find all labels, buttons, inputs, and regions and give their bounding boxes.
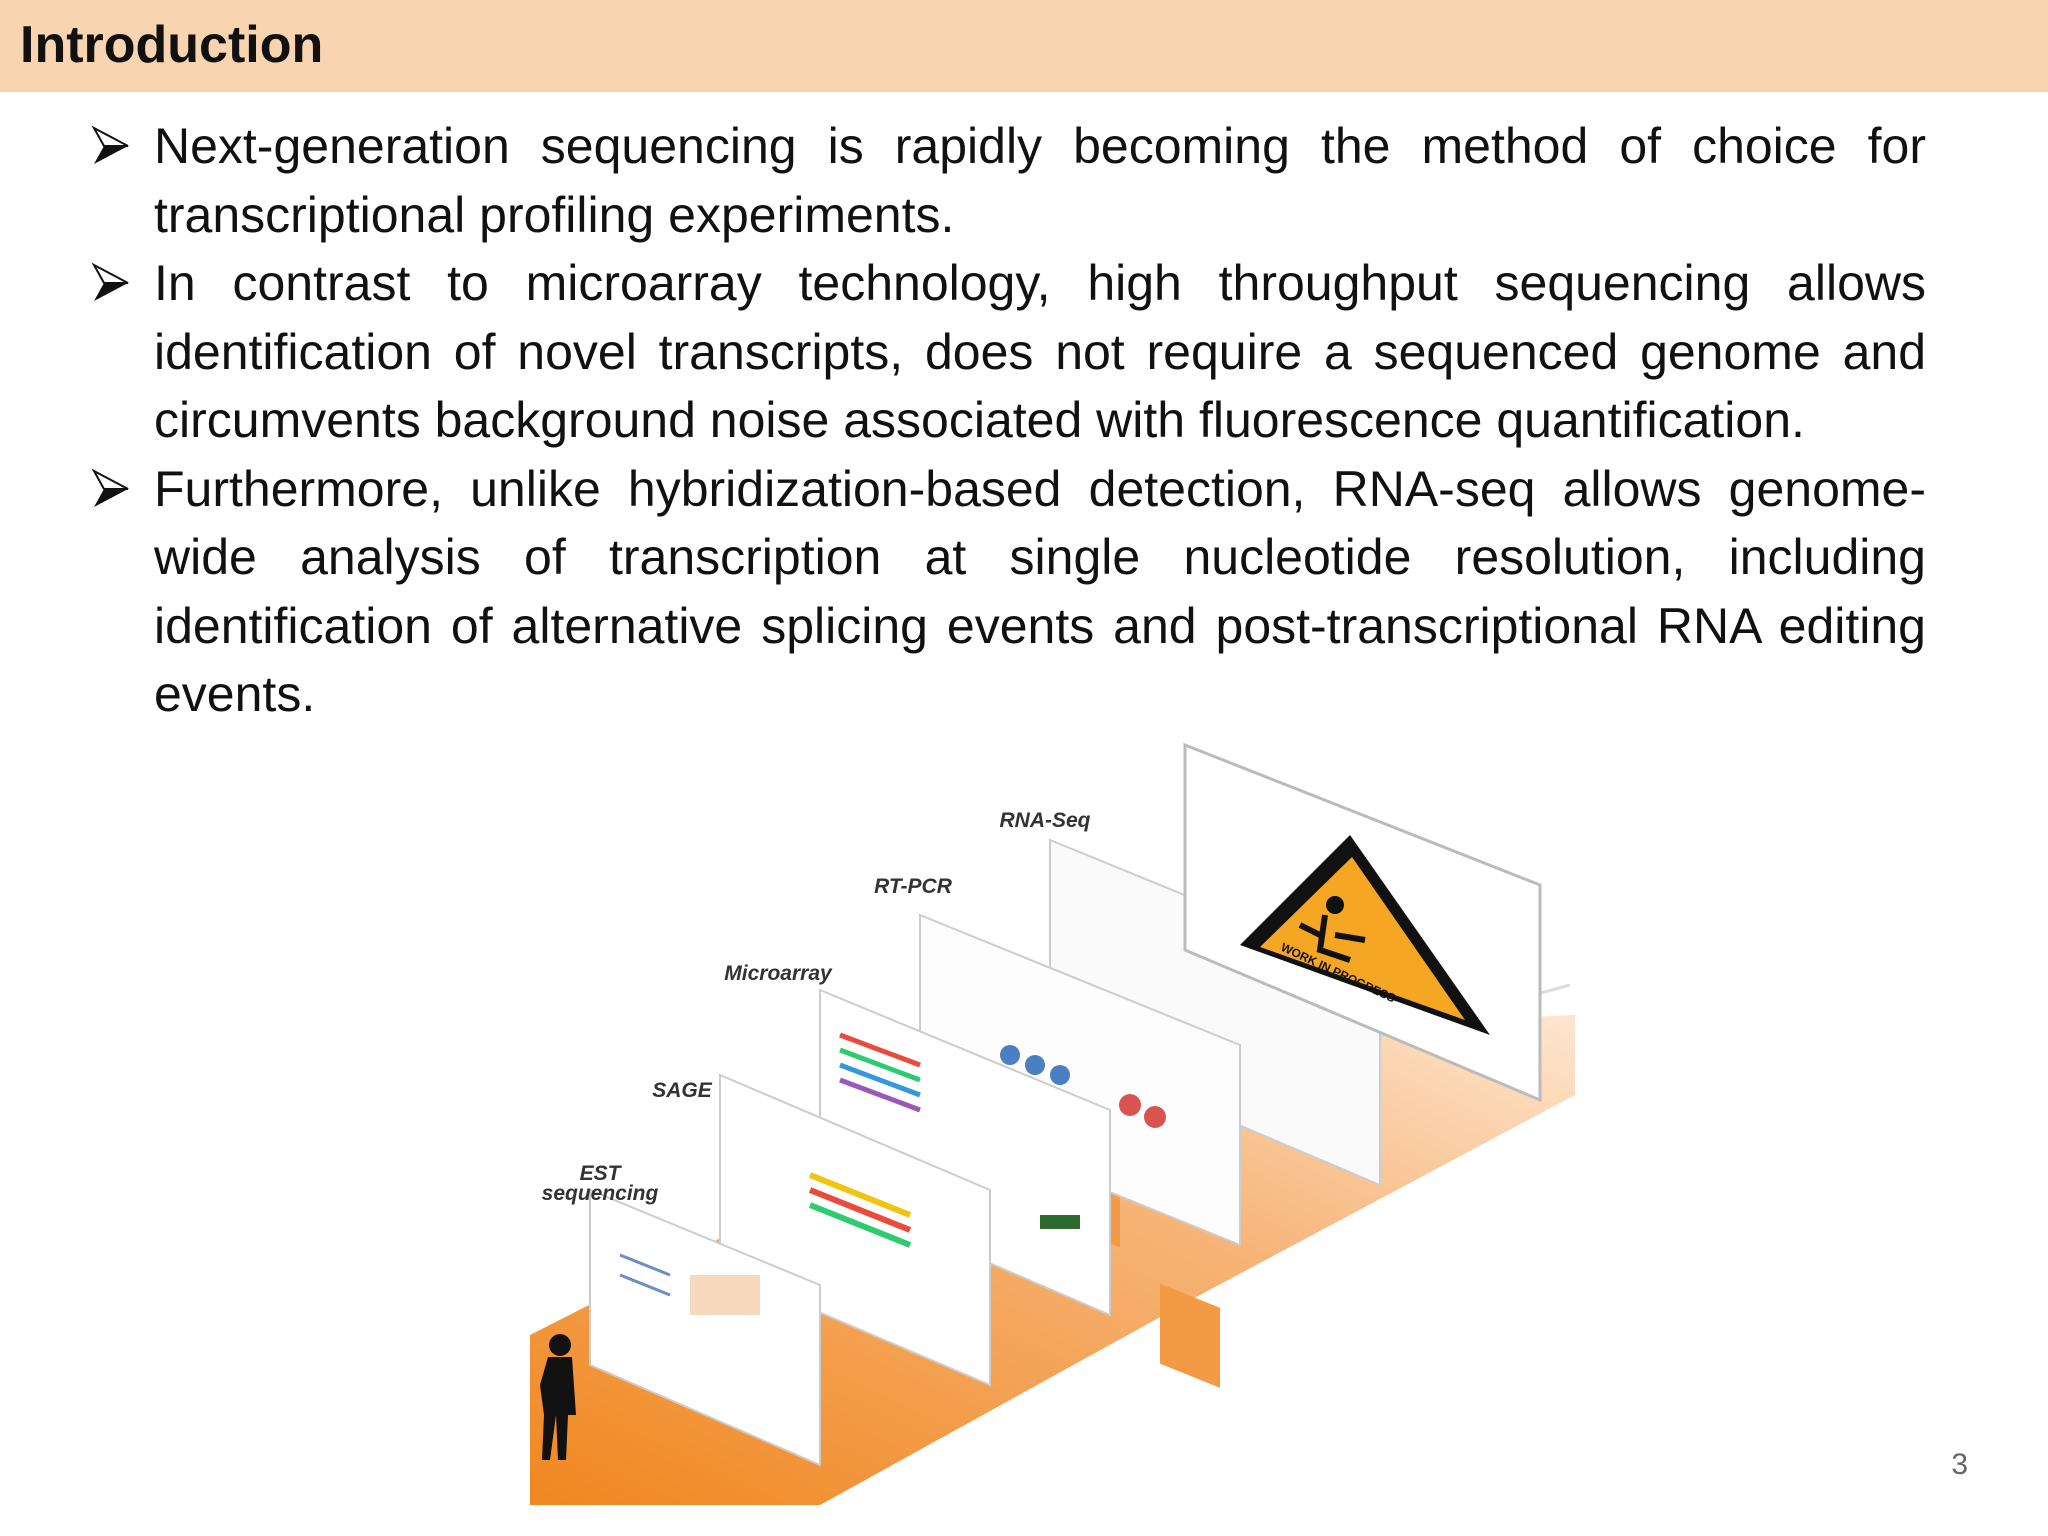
- arrow-bullet-icon: [91, 262, 129, 301]
- page-number: 3: [1951, 1448, 1968, 1481]
- panel-sage: [719, 1073, 991, 1387]
- transcriptomics-evolution-illustration: WORK IN PROGRESS EST sequencing SA: [530, 742, 1575, 1505]
- work-in-progress-sign: WORK IN PROGRESS: [1183, 742, 1542, 1103]
- slide-title: Introduction: [20, 16, 324, 74]
- bullet-item: In contrast to microarray technology, hi…: [90, 249, 1926, 455]
- stage-label-est-line2: sequencing: [542, 1182, 659, 1205]
- stage-label-est: EST: [580, 1162, 623, 1185]
- slide-header: Introduction: [0, 0, 2048, 92]
- panel-est-sequencing: [589, 1188, 821, 1467]
- stage-label-microarray: Microarray: [724, 962, 833, 985]
- stage-label-rna-seq: RNA-Seq: [999, 809, 1090, 832]
- stage-label-rt-pcr: RT-PCR: [874, 875, 953, 898]
- bullet-item: Next-generation sequencing is rapidly be…: [90, 112, 1926, 249]
- bullet-list: Next-generation sequencing is rapidly be…: [90, 112, 1926, 729]
- bullet-item: Furthermore, unlike hybridization-based …: [90, 455, 1926, 729]
- bullet-text: Next-generation sequencing is rapidly be…: [154, 118, 1926, 243]
- stage-label-sage: SAGE: [652, 1079, 713, 1102]
- bullet-text: Furthermore, unlike hybridization-based …: [154, 460, 1926, 723]
- arrow-bullet-icon: [91, 468, 129, 507]
- bullet-text: In contrast to microarray technology, hi…: [154, 255, 1926, 448]
- arrow-bullet-icon: [91, 125, 129, 164]
- person-silhouette-icon: [540, 1334, 576, 1460]
